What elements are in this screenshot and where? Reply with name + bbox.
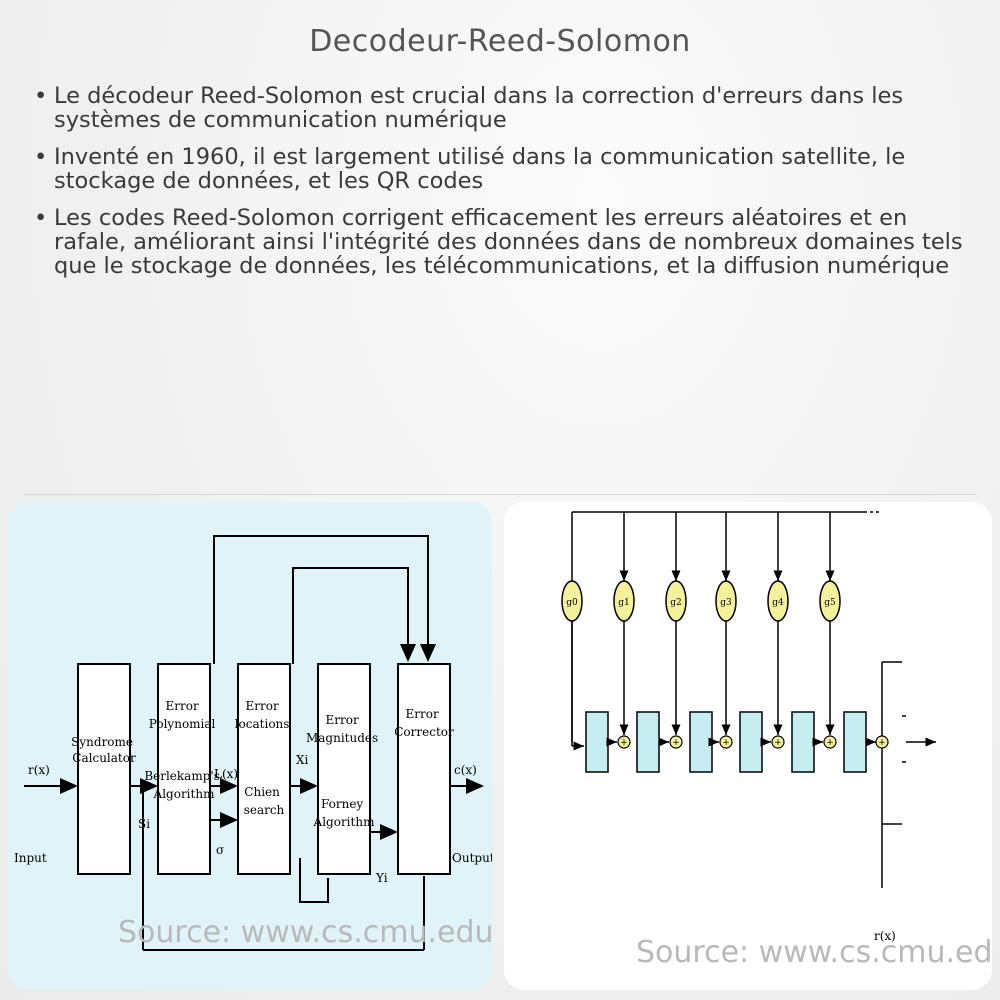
source-credit: Source: www.cs.cmu.edu [636, 935, 992, 970]
coefficient-label: g2 [670, 598, 682, 608]
decoder-diagram-svg: Syndrome Calculator Error Polynomial Ber… [14, 535, 492, 951]
decoder-block-diagram: Syndrome Calculator Error Polynomial Ber… [8, 502, 492, 990]
bullet-text: Inventé en 1960, il est largement utilis… [54, 144, 906, 194]
input-signal-label: r(x) [28, 763, 50, 777]
bullet-text: Les codes Reed-Solomon corrigent efficac… [54, 205, 963, 279]
syndrome-calculator-block [77, 663, 131, 875]
output-label: Output [452, 851, 492, 865]
bullet-dot: • [34, 83, 48, 109]
adder [719, 735, 733, 749]
bullet-text: Le décodeur Reed-Solomon est crucial dan… [54, 83, 904, 133]
divider [24, 494, 976, 495]
output-signal-label: r(x) [874, 929, 896, 943]
bullet-item: •Inventé en 1960, il est largement utili… [34, 145, 974, 193]
source-credit: Source: www.cs.cmu.edu [118, 915, 492, 950]
block-label: Error Polynomial Berlekamp's Algorithm [144, 699, 223, 801]
bullet-dot: • [34, 144, 48, 170]
feedback-line [299, 858, 329, 903]
adder-label: + [620, 738, 628, 748]
adder [875, 735, 889, 749]
register-box [689, 711, 713, 773]
adder [823, 735, 837, 749]
forney-block [317, 663, 371, 875]
chien-search-block [237, 663, 291, 875]
adder-label: + [774, 738, 782, 748]
slide-title: Decodeur-Reed-Solomon [309, 24, 691, 59]
adder-label: + [878, 738, 886, 748]
block-label: Error Corrector [394, 707, 454, 739]
block-label: Error locations Chien search [235, 699, 294, 817]
adder [617, 735, 631, 749]
shift-register-svg: g0 g1 + g2 + g3 + g4 + g5 + + Source: www.cs.cmu.ed… [561, 511, 992, 970]
bullet-item: •Le décodeur Reed-Solomon est crucial da… [34, 84, 974, 132]
register-box [739, 711, 763, 773]
register-box [843, 711, 867, 773]
block-label: Syndrome Calculator [71, 735, 137, 765]
error-corrector-block [397, 663, 451, 875]
register-box [585, 711, 609, 773]
feedback-line [292, 567, 416, 664]
register-box [791, 711, 815, 773]
coefficient-label: g3 [720, 598, 732, 608]
register-box [636, 711, 660, 773]
feedback-line [213, 535, 436, 664]
coefficient-label: g4 [772, 598, 784, 608]
yi-label: Yi [375, 871, 388, 885]
input-label: Input [14, 851, 47, 865]
coefficient-taps: g0 g1 + g2 + g3 + g4 + g5 + + [561, 512, 889, 773]
berlekamp-block [157, 663, 211, 875]
coefficient-label: g5 [824, 598, 836, 608]
coefficient-label: g0 [566, 598, 578, 608]
adder [669, 735, 683, 749]
coefficient-label: g1 [618, 598, 630, 608]
output-signal-label: c(x) [454, 763, 477, 777]
lx-label: L(x) [214, 767, 238, 781]
shift-register-diagram: g0 g1 + g2 + g3 + g4 + g5 + + Source: www.cs.cmu.ed… [504, 502, 992, 990]
sigma-label: σ [216, 843, 224, 857]
block-label: Error Magnitudes Forney Algorithm [306, 713, 382, 829]
adder-label: + [672, 738, 680, 748]
bullet-dot: • [34, 205, 48, 231]
adder-label: + [722, 738, 730, 748]
bullet-list: •Le décodeur Reed-Solomon est crucial da… [34, 84, 974, 291]
adder [771, 735, 785, 749]
si-label: Si [138, 817, 150, 831]
adder-label: + [826, 738, 834, 748]
bullet-item: •Les codes Reed-Solomon corrigent effica… [34, 206, 974, 278]
xi-label: Xi [296, 753, 309, 767]
